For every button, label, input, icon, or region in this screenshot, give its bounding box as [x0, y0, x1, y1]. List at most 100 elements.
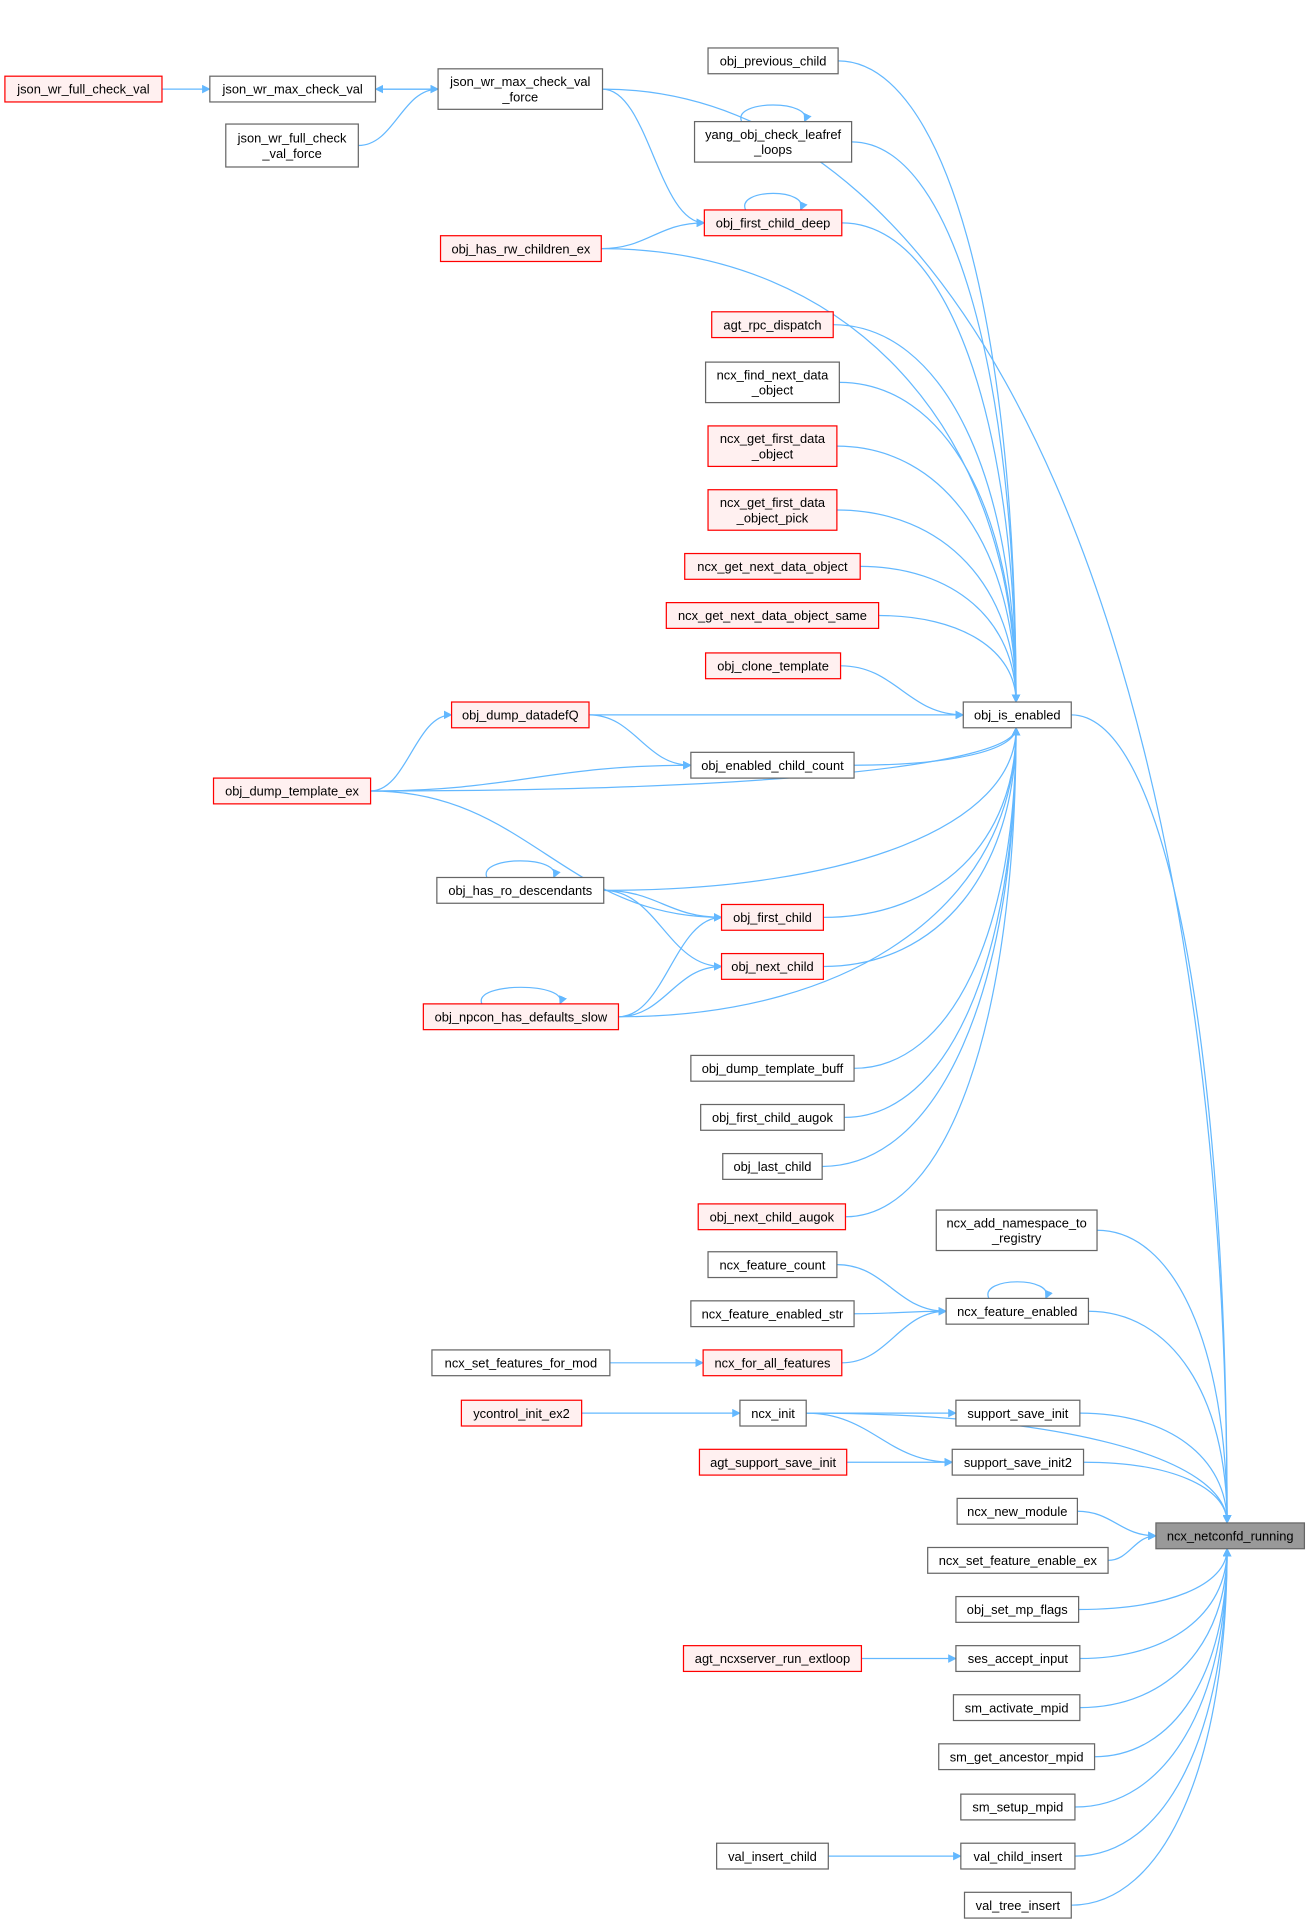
node-label: _object	[751, 446, 794, 461]
call-edge-n6-n6	[740, 104, 812, 123]
function-node-ses_accept_input[interactable]: ses_accept_input	[955, 1645, 1081, 1673]
function-node-obj_npcon_has_defaults_slow[interactable]: obj_npcon_has_defaults_slow	[422, 1003, 620, 1031]
node-box	[703, 209, 843, 237]
call-edge-n39-n40	[1077, 1510, 1157, 1541]
call-edge-n17-n40	[1071, 714, 1232, 1524]
function-node-ncx_set_feature_enable_ex[interactable]: ncx_set_feature_enable_ex	[927, 1546, 1109, 1574]
node-label: support_save_init	[967, 1406, 1068, 1421]
call-edge-n20-n20	[485, 860, 561, 879]
function-node-obj_has_ro_descendants[interactable]: obj_has_ro_descendants	[436, 876, 605, 904]
function-node-obj_clone_template[interactable]: obj_clone_template	[704, 652, 842, 680]
function-node-ncx_feature_enabled[interactable]: ncx_feature_enabled	[945, 1297, 1090, 1325]
node-label: ncx_feature_enabled	[957, 1304, 1077, 1319]
function-node-yang_obj_check_leafref_loops[interactable]: yang_obj_check_leafref_loops	[693, 120, 853, 163]
function-node-ncx_new_module[interactable]: ncx_new_module	[956, 1497, 1079, 1525]
function-node-support_save_init[interactable]: support_save_init	[955, 1399, 1081, 1427]
node-label: yang_obj_check_leafref	[705, 127, 841, 142]
nodes-layer: json_wr_full_check_val json_wr_max_check_…	[4, 47, 1306, 1919]
function-node-val_child_insert[interactable]: val_child_insert	[960, 1842, 1076, 1870]
node-label: obj_clone_template	[717, 658, 829, 673]
function-node-obj_dump_template_ex[interactable]: obj_dump_template_ex	[212, 777, 372, 805]
node-label: _object	[751, 383, 794, 398]
function-node-ncx_netconfd_running[interactable]: ncx_netconfd_running	[1155, 1522, 1306, 1550]
node-label: ses_accept_input	[968, 1651, 1069, 1666]
function-node-sm_setup_mpid[interactable]: sm_setup_mpid	[960, 1793, 1076, 1821]
call-edge-n47-n40	[1074, 1547, 1232, 1808]
function-node-ncx_for_all_features[interactable]: ncx_for_all_features	[702, 1349, 843, 1377]
function-node-obj_has_rw_children_ex[interactable]: obj_has_rw_children_ex	[439, 235, 602, 263]
function-node-obj_next_child[interactable]: obj_next_child	[720, 952, 824, 980]
function-node-ycontrol_init_ex2[interactable]: ycontrol_init_ex2	[460, 1399, 583, 1427]
node-box	[682, 1645, 863, 1673]
call-edge-n12-n17	[836, 509, 1021, 703]
function-node-sm_get_ancestor_mpid[interactable]: sm_get_ancestor_mpid	[938, 1743, 1096, 1771]
node-label: sm_setup_mpid	[972, 1800, 1063, 1815]
function-node-obj_first_child_augok[interactable]: obj_first_child_augok	[700, 1103, 845, 1131]
function-node-obj_enabled_child_count[interactable]: obj_enabled_child_count	[690, 751, 855, 779]
function-node-support_save_init2[interactable]: support_save_init2	[951, 1448, 1085, 1476]
function-node-ncx_get_first_data_object_pick[interactable]: ncx_get_first_data_object_pick	[707, 489, 838, 531]
function-node-obj_first_child[interactable]: obj_first_child	[720, 903, 824, 931]
call-edge-n31-n30	[854, 1306, 947, 1316]
function-node-obj_set_mp_flags[interactable]: obj_set_mp_flags	[955, 1595, 1080, 1623]
function-node-json_wr_full_check_val[interactable]: json_wr_full_check_val	[4, 75, 163, 103]
function-node-val_tree_insert[interactable]: val_tree_insert	[963, 1891, 1072, 1919]
call-edge-n35-n38	[806, 1412, 954, 1467]
node-box	[960, 1842, 1076, 1870]
function-node-ncx_find_next_data_object[interactable]: ncx_find_next_data_object	[704, 361, 840, 404]
node-label: json_wr_max_check_val	[449, 74, 590, 89]
function-node-ncx_set_features_for_mod[interactable]: ncx_set_features_for_mod	[431, 1349, 611, 1377]
call-edge-n38-n40	[1083, 1461, 1232, 1524]
node-label: ncx_feature_count	[719, 1257, 825, 1272]
call-edge-n26-n17	[822, 726, 1021, 1168]
node-box	[935, 1209, 1098, 1252]
node-box	[693, 120, 853, 163]
function-node-ncx_get_next_data_object[interactable]: ncx_get_next_data_object	[684, 552, 861, 580]
function-node-obj_previous_child[interactable]: obj_previous_child	[707, 47, 839, 75]
function-node-ncx_feature_count[interactable]: ncx_feature_count	[707, 1251, 838, 1279]
function-node-ncx_feature_enabled_str[interactable]: ncx_feature_enabled_str	[690, 1300, 855, 1328]
node-label: val_insert_child	[728, 1849, 817, 1864]
node-box	[450, 701, 590, 729]
function-node-obj_next_child_augok[interactable]: obj_next_child_augok	[697, 1203, 847, 1231]
function-node-ncx_add_namespace_to_registry[interactable]: ncx_add_namespace_to_registry	[935, 1209, 1098, 1252]
call-edge-n6-n17	[851, 141, 1021, 703]
node-label: _val_force	[261, 146, 321, 161]
function-node-ncx_init[interactable]: ncx_init	[739, 1399, 807, 1427]
function-node-obj_is_enabled[interactable]: obj_is_enabled	[962, 701, 1072, 729]
node-label: obj_next_child	[731, 959, 813, 974]
call-edge-n16-n18	[589, 714, 692, 770]
node-box	[711, 311, 834, 339]
function-node-obj_last_child[interactable]: obj_last_child	[722, 1152, 823, 1180]
node-label: obj_set_mp_flags	[967, 1602, 1068, 1617]
call-edge-n13-n17	[860, 565, 1021, 703]
function-node-ncx_get_first_data_object[interactable]: ncx_get_first_data_object	[707, 425, 838, 468]
function-node-json_wr_max_check_val[interactable]: json_wr_max_check_val	[209, 75, 377, 103]
call-edge-n4-n3	[358, 84, 439, 147]
function-node-obj_first_child_deep[interactable]: obj_first_child_deep	[703, 209, 843, 237]
function-node-json_wr_full_check_val_force[interactable]: json_wr_full_check_val_force	[225, 123, 359, 168]
node-label: obj_npcon_has_defaults_slow	[435, 1009, 608, 1024]
node-label: json_wr_full_check_val	[16, 82, 149, 97]
node-box	[955, 1595, 1080, 1623]
call-edge-n30-n30	[987, 1281, 1053, 1300]
function-node-val_insert_child[interactable]: val_insert_child	[716, 1842, 829, 1870]
node-label: obj_first_child_augok	[712, 1110, 834, 1125]
function-node-ncx_get_next_data_object_same[interactable]: ncx_get_next_data_object_same	[665, 602, 880, 630]
node-box	[209, 75, 377, 103]
node-box	[927, 1546, 1109, 1574]
call-edge-n19-n16	[370, 710, 453, 792]
node-label: obj_previous_child	[720, 54, 827, 69]
function-node-obj_dump_template_buff[interactable]: obj_dump_template_buff	[690, 1054, 855, 1082]
call-edge-n44-n40	[1079, 1547, 1232, 1660]
call-edge-n10-n17	[839, 381, 1021, 703]
function-node-agt_ncxserver_run_extloop[interactable]: agt_ncxserver_run_extloop	[682, 1645, 863, 1673]
node-label: obj_dump_template_buff	[702, 1061, 844, 1076]
call-edge-n3-n7	[602, 88, 706, 228]
function-node-obj_dump_datadefQ[interactable]: obj_dump_datadefQ	[450, 701, 590, 729]
function-node-sm_activate_mpid[interactable]: sm_activate_mpid	[952, 1694, 1081, 1722]
function-node-json_wr_max_check_val_force[interactable]: json_wr_max_check_val_force	[437, 68, 604, 110]
node-box	[739, 1399, 807, 1427]
function-node-agt_support_save_init[interactable]: agt_support_save_init	[698, 1448, 848, 1476]
function-node-agt_rpc_dispatch[interactable]: agt_rpc_dispatch	[711, 311, 834, 339]
